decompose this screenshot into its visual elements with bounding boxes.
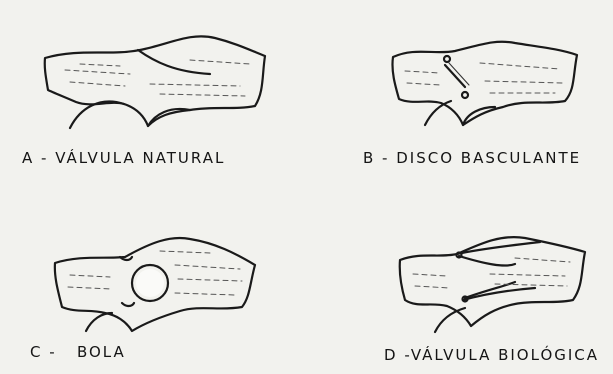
panel-d-biological-valve-drawing [395, 230, 595, 340]
panel-b-tilting-disc-drawing [385, 35, 585, 135]
panel-c-ball-valve-drawing [50, 225, 270, 340]
caption-a: A - VÁLVULA NATURAL [22, 151, 225, 166]
panel-a-natural-valve-drawing [40, 30, 280, 140]
caption-b: B - DISCO BASCULANTE [363, 151, 581, 166]
caption-d: D -VÁLVULA BIOLÓGICA [384, 348, 599, 363]
caption-c: C - BOLA [30, 345, 126, 360]
